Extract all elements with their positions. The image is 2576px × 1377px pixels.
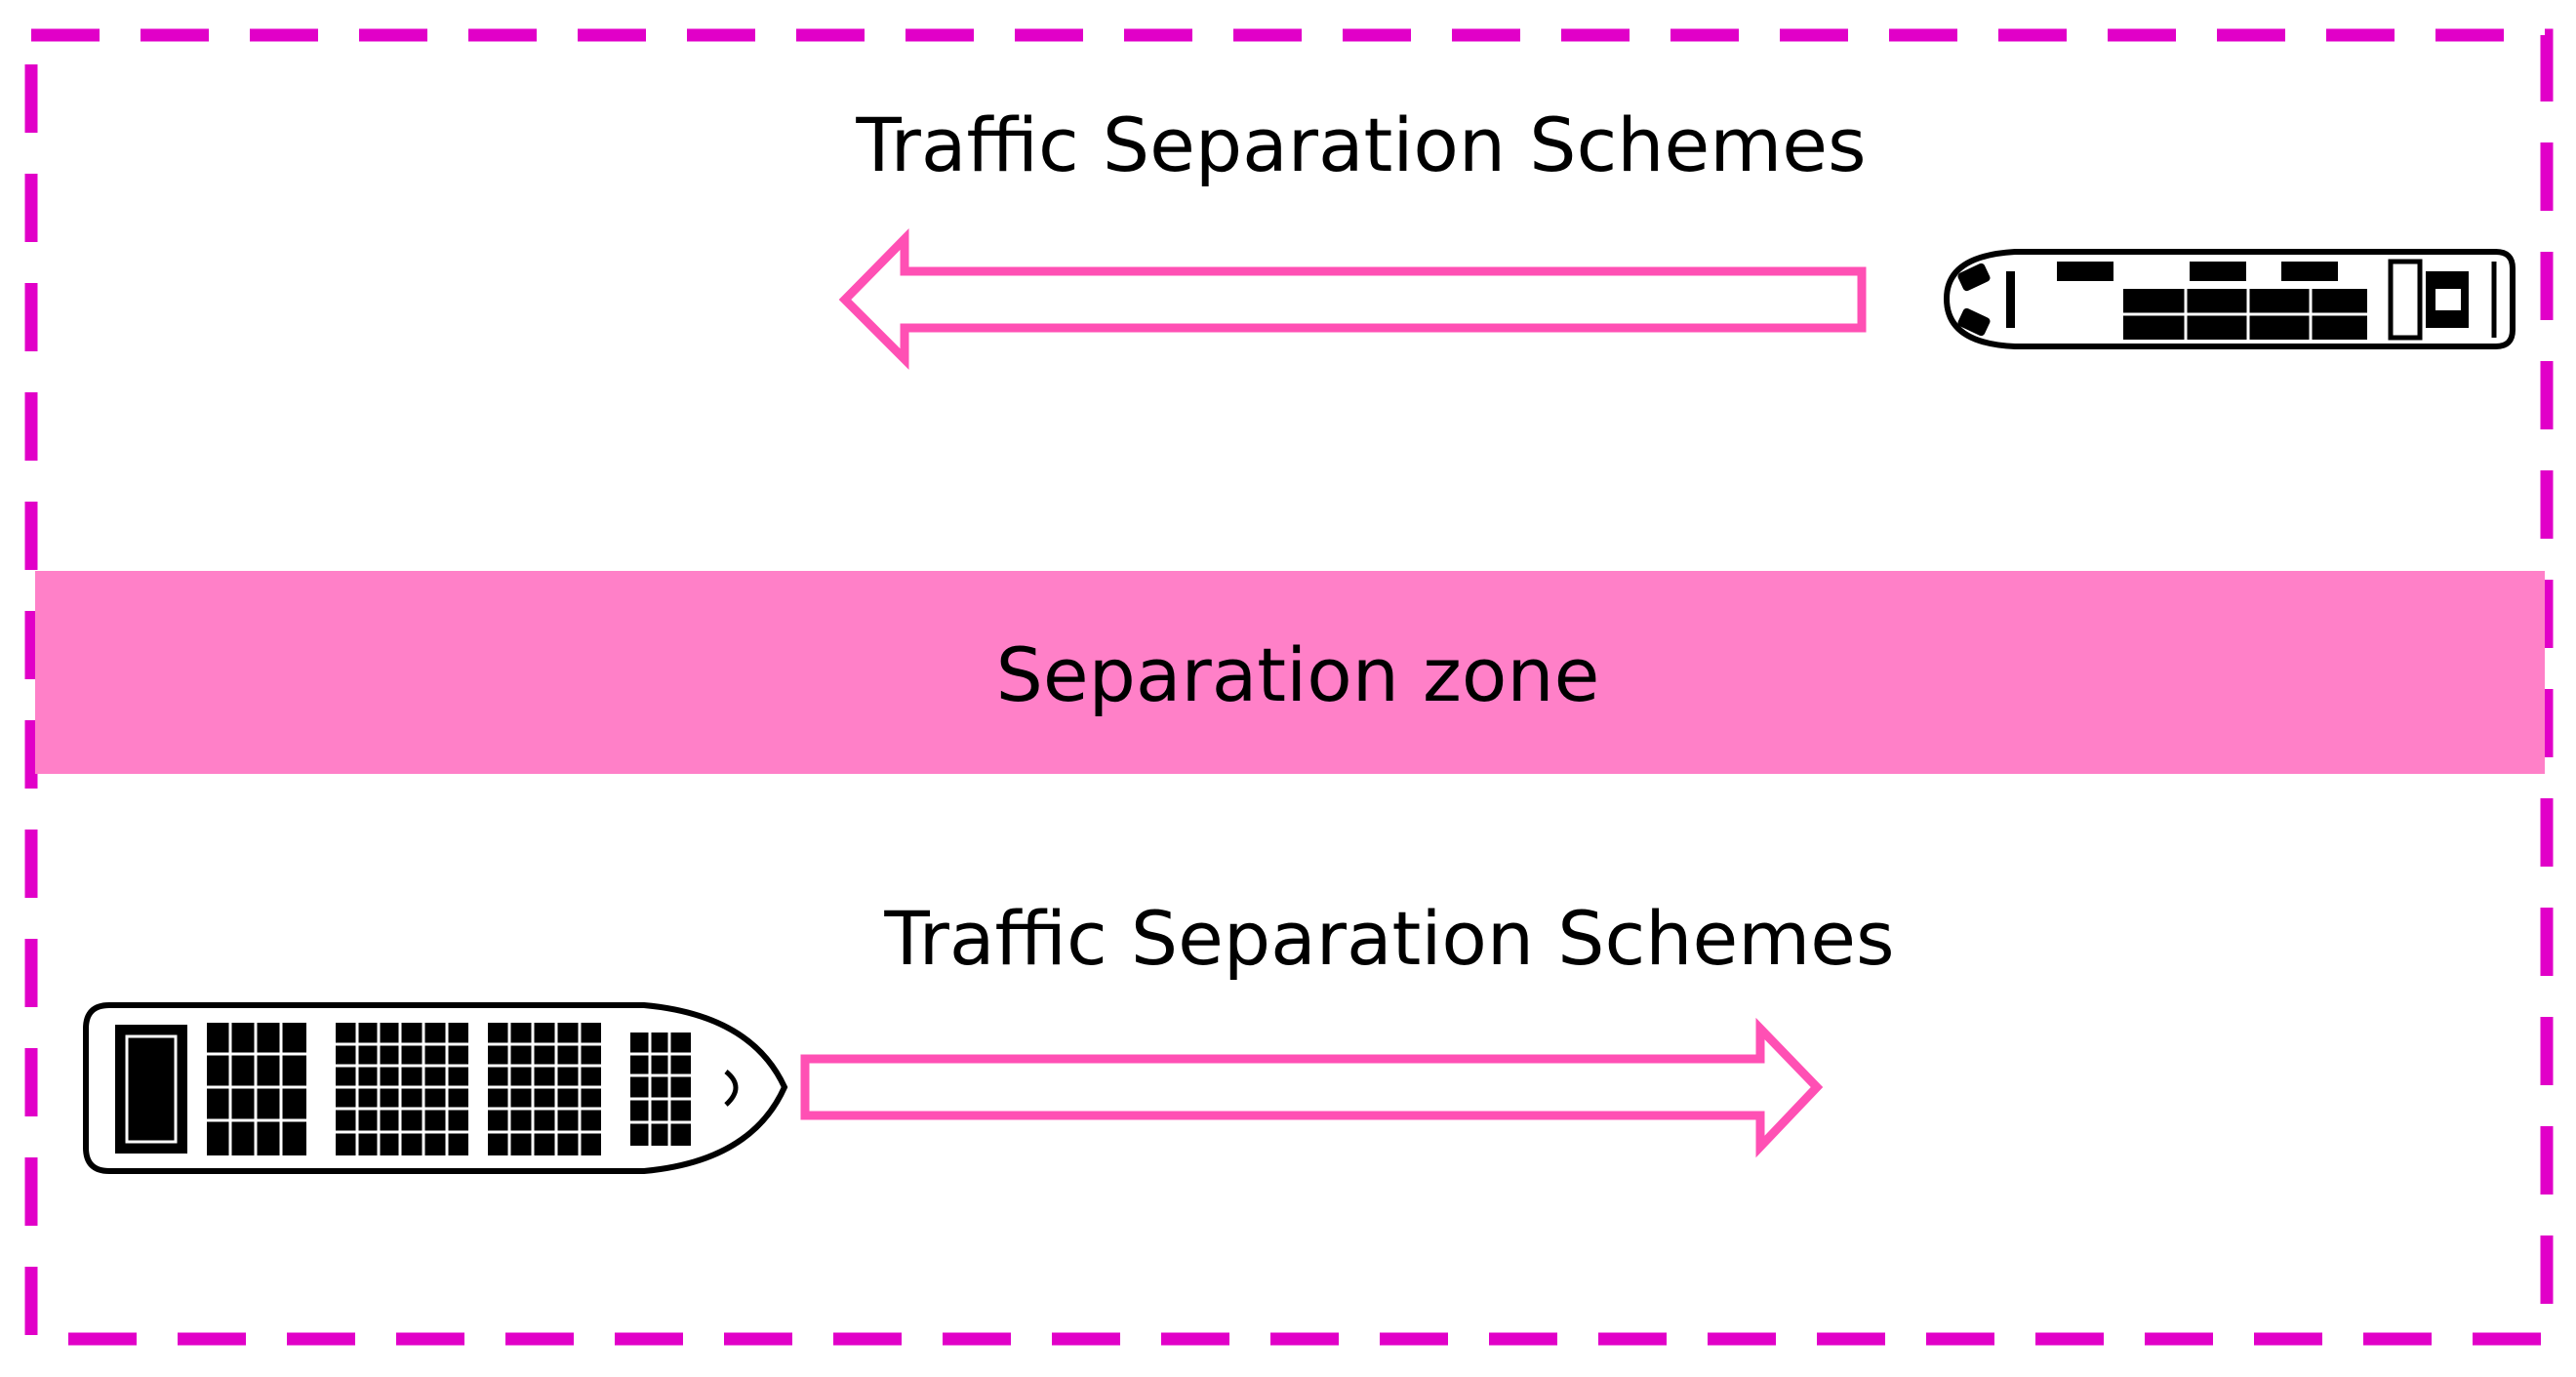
separation-zone [35,571,2545,774]
bottom-lane-label: Traffic Separation Schemes [883,895,1894,982]
cargo-ship-icon [1943,249,2516,349]
top-lane-label: Traffic Separation Schemes [855,101,1866,188]
area-boundary [24,28,2554,1346]
westbound-arrow-icon [838,228,1867,370]
container-ship-icon [83,1002,788,1174]
eastbound-arrow-icon [800,1017,1824,1158]
separation-zone-label: Separation zone [996,631,1600,718]
